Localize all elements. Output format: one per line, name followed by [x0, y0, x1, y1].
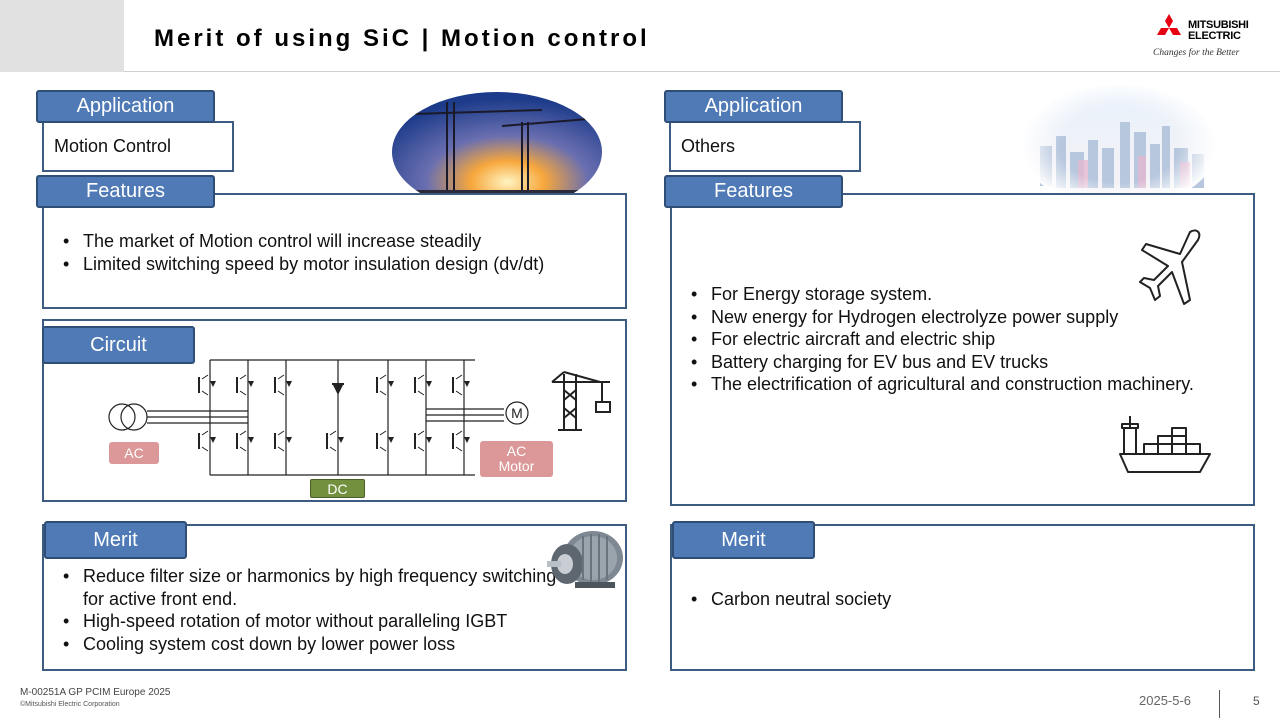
- doc-id: M-00251A GP PCIM Europe 2025: [20, 687, 171, 698]
- application-value-right: Others: [669, 121, 861, 172]
- list-item: Battery charging for EV bus and EV truck…: [681, 351, 1211, 374]
- application-value-text: Others: [681, 136, 736, 156]
- list-item: Carbon neutral society: [681, 588, 1221, 611]
- copyright: ©Mitsubishi Electric Corporation: [20, 701, 120, 708]
- merit-tab-left: Merit: [44, 521, 187, 559]
- list-item: For electric aircraft and electric ship: [681, 328, 1211, 351]
- mitsubishi-logo: MITSUBISHI ELECTRIC Changes for the Bett…: [1152, 12, 1272, 62]
- footer-doc-info: M-00251A GP PCIM Europe 2025 ©Mitsubishi…: [20, 687, 170, 711]
- tower-crane-icon: [551, 371, 611, 431]
- features-tab-left: Features: [36, 175, 215, 208]
- footer-separator: [1219, 690, 1220, 718]
- ac-motor-label: AC Motor: [480, 441, 553, 477]
- electric-motor-photo: [547, 531, 623, 588]
- three-diamonds-icon: [1157, 14, 1181, 35]
- application-value-text: Motion Control: [54, 136, 172, 156]
- brand-name: MITSUBISHI ELECTRIC: [1188, 19, 1249, 42]
- list-item: New energy for Hydrogen electrolyze powe…: [681, 306, 1211, 329]
- city-skyline-photo: [1020, 82, 1218, 208]
- brand-tagline: Changes for the Better: [1153, 48, 1240, 58]
- merit-tab-right: Merit: [672, 521, 815, 559]
- motor-symbol: M: [511, 405, 523, 421]
- list-item: Limited switching speed by motor insulat…: [53, 253, 593, 276]
- features-tab-right: Features: [664, 175, 843, 208]
- circuit-tab: Circuit: [42, 326, 195, 364]
- features-list-left: The market of Motion control will increa…: [53, 230, 593, 275]
- page-title: Merit of using SiC | Motion control: [154, 25, 650, 52]
- merit-box-left: Reduce filter size or harmonics by high …: [42, 524, 627, 671]
- list-item: The electrification of agricultural and …: [681, 373, 1211, 396]
- header-gray-block: [0, 0, 124, 72]
- merit-list-right: Carbon neutral society: [681, 588, 1221, 611]
- dc-label: DC: [310, 479, 365, 498]
- footer-date: 2025-5-6: [1139, 693, 1192, 708]
- list-item: The market of Motion control will increa…: [53, 230, 593, 253]
- list-item: For Energy storage system.: [681, 283, 1211, 306]
- cargo-ship-icon: [1119, 416, 1211, 473]
- merit-list-left: Reduce filter size or harmonics by high …: [53, 565, 565, 655]
- application-tab-right: Application: [664, 90, 843, 123]
- list-item: High-speed rotation of motor without par…: [53, 610, 565, 633]
- features-list-right: For Energy storage system. New energy fo…: [681, 283, 1211, 396]
- airplane-icon: [1139, 229, 1201, 305]
- ac-label: AC: [109, 442, 159, 464]
- inverter-circuit-diagram: M: [108, 359, 529, 476]
- features-box-left: The market of Motion control will increa…: [42, 193, 627, 309]
- header-divider: [124, 71, 1280, 72]
- list-item: Cooling system cost down by lower power …: [53, 633, 565, 656]
- page-number: 5: [1253, 694, 1260, 708]
- application-value-left: Motion Control: [42, 121, 234, 172]
- application-tab-left: Application: [36, 90, 215, 123]
- list-item: Reduce filter size or harmonics by high …: [53, 565, 565, 610]
